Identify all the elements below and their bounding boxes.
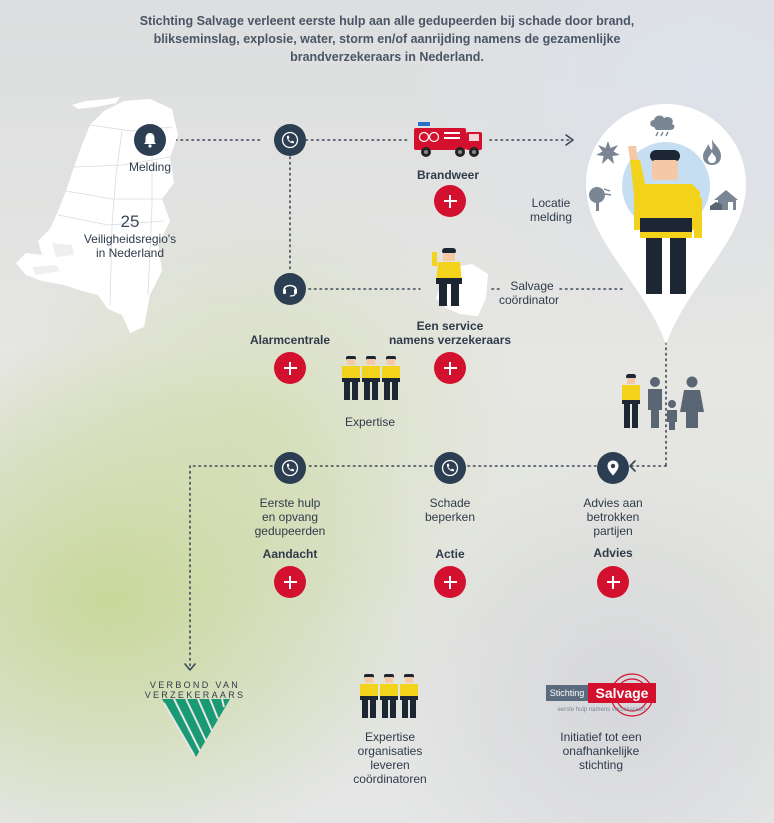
actie-desc-2: beperken xyxy=(424,510,476,524)
aandacht-plus-button[interactable] xyxy=(274,566,306,598)
alarmcentrale-plus-button[interactable] xyxy=(274,352,306,384)
phone-icon xyxy=(281,131,299,149)
phone-circle-aandacht[interactable] xyxy=(274,452,306,484)
service-plus-button[interactable] xyxy=(434,352,466,384)
fire-icon xyxy=(703,139,721,165)
alarmcentrale-label: Alarmcentrale xyxy=(249,333,331,347)
aandacht-desc-2: en opvang xyxy=(261,510,319,524)
phone-circle-actie[interactable] xyxy=(434,452,466,484)
regions-label-2: in Nederland xyxy=(95,246,165,260)
advies-plus-button[interactable] xyxy=(597,566,629,598)
aandacht-desc-1: Eerste hulp xyxy=(259,496,321,510)
brandweer-plus-button[interactable] xyxy=(434,185,466,217)
salvage-worker-large xyxy=(622,142,710,294)
car-crash-icon xyxy=(710,190,738,210)
regions-label-1: Veiligheidsregio's xyxy=(83,232,177,246)
expertise-org-line-2: organisaties xyxy=(357,744,423,758)
expertise-org-line-4: coördinatoren xyxy=(353,772,427,786)
expertise-workers-icon xyxy=(342,356,400,400)
actie-desc-1: Schade xyxy=(429,496,471,510)
initiatief-line-2: onafhankelijke xyxy=(562,744,640,758)
salvage-logo-left: Stichting xyxy=(546,685,588,701)
expertise-org-line-1: Expertise xyxy=(364,730,416,744)
expertise-org-line-3: leveren xyxy=(370,758,410,772)
headset-icon xyxy=(283,284,297,297)
explosion-icon xyxy=(596,141,620,164)
melding-circle[interactable] xyxy=(134,124,166,156)
verbond-wordmark: VERBOND VAN VERZEKERAARS xyxy=(144,680,246,700)
location-circle-advies[interactable] xyxy=(597,452,629,484)
salvage-logo-tagline: eerste hulp namens verzekeraars xyxy=(557,707,647,713)
bell-icon xyxy=(144,133,156,148)
actie-plus-button[interactable] xyxy=(434,566,466,598)
intro-text: Stichting Salvage verleent eerste hulp a… xyxy=(139,14,635,64)
service-label-2: namens verzekeraars xyxy=(388,333,512,347)
phone-circle-top[interactable] xyxy=(274,124,306,156)
advies-desc-2: betrokken xyxy=(586,510,640,524)
salvage-logo: Stichting Salvage eerste hulp namens ver… xyxy=(546,671,658,719)
locatie-label-2: melding xyxy=(529,210,573,224)
regions-count: 25 xyxy=(120,212,140,231)
aandacht-title: Aandacht xyxy=(262,547,318,561)
storm-cloud-icon xyxy=(650,115,675,137)
aandacht-desc-3: gedupeerden xyxy=(254,524,326,538)
map-pin-icon xyxy=(607,460,619,476)
fire-truck-icon xyxy=(414,122,482,157)
salvage-coord-label-1: Salvage xyxy=(510,279,554,293)
initiatief-line-3: stichting xyxy=(578,758,624,772)
storm-tree-icon xyxy=(589,187,611,211)
expertise-org-workers-icon xyxy=(360,674,418,718)
salvage-coord-label-2: coördinator xyxy=(498,293,560,307)
family-icon xyxy=(622,374,704,430)
advies-title: Advies xyxy=(593,546,633,560)
initiatief-line-1: Initiatief tot een xyxy=(560,730,642,744)
phone-icon xyxy=(281,459,299,477)
locatie-label-1: Locatie xyxy=(531,196,571,210)
verbond-logo-icon xyxy=(162,698,230,757)
brandweer-label: Brandweer xyxy=(416,168,480,182)
service-label-1: Een service xyxy=(416,319,484,333)
headset-circle[interactable] xyxy=(274,273,306,305)
salvage-logo-right: Salvage xyxy=(588,683,656,703)
phone-icon xyxy=(441,459,459,477)
melding-label: Melding xyxy=(128,160,172,174)
service-map-worker xyxy=(432,248,488,316)
actie-title: Actie xyxy=(435,547,465,561)
advies-desc-1: Advies aan xyxy=(583,496,643,510)
advies-desc-3: partijen xyxy=(593,524,633,538)
expertise-label: Expertise xyxy=(344,415,396,429)
